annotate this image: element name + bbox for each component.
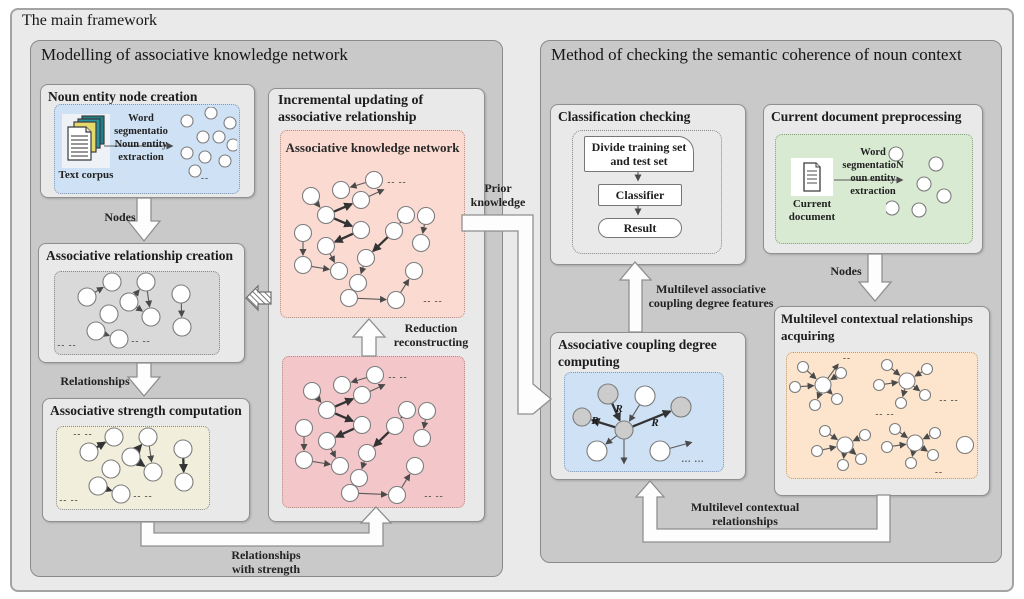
- text-corpus-documents-icon: [62, 114, 110, 168]
- node-cluster-right-illustration: [886, 142, 956, 226]
- svg-text:-- --: -- --: [133, 491, 152, 501]
- relationships-with-strength-label: Relationships with strength: [231, 548, 301, 576]
- associative-relationship-title: Associative relationship creation: [46, 248, 233, 263]
- svg-text:-- --: -- --: [73, 429, 92, 439]
- result-step: Result: [598, 218, 682, 238]
- multilevel-contextual-connector: [634, 480, 891, 543]
- relationship-network-illustration: -- -- -- --: [55, 272, 219, 354]
- svg-text:-- --: -- --: [387, 177, 406, 187]
- star-networks-illustration: -- -- -- -- -- --: [787, 353, 977, 478]
- segmentation-arrow-right: [834, 176, 908, 184]
- akn-upper-inner: [280, 130, 465, 318]
- svg-text:-- --: -- --: [423, 296, 442, 306]
- left-panel-title: Modelling of associative knowledge netwo…: [41, 45, 348, 64]
- classification-title: Classification checking: [558, 109, 691, 124]
- node-cluster-illustration: --: [175, 107, 237, 185]
- coupling-features-label: Multilevel associative coupling degree f…: [648, 282, 774, 310]
- frame-title: The main framework: [22, 12, 158, 29]
- svg-text:--: --: [201, 173, 209, 183]
- current-document-title: Current document preprocessing: [771, 109, 962, 124]
- nodes-label-right: Nodes: [830, 264, 862, 278]
- text-corpus-label: Text corpus: [58, 169, 114, 181]
- associative-strength-title: Associative strength computation: [50, 403, 242, 418]
- akn-upper-network-illustration: -- -- -- --: [283, 164, 461, 312]
- coupling-network-illustration: R R R ... ...: [565, 372, 723, 472]
- strength-network-illustration: -- -- -- -- -- --: [57, 427, 209, 509]
- nodes-down-arrow-left: [126, 197, 162, 243]
- svg-text:-- --: -- --: [424, 491, 443, 501]
- svg-text:--: --: [935, 467, 943, 477]
- multilevel-contextual-title: Multilevel contextual relationships acqu…: [781, 311, 973, 343]
- svg-text:-- --: -- --: [59, 495, 78, 505]
- multilevel-contextual-label: Multilevel contextual relationships: [690, 500, 800, 528]
- svg-text:R: R: [650, 417, 658, 429]
- flow-arrow-1: [632, 171, 644, 185]
- svg-text:R: R: [590, 415, 598, 427]
- svg-text:R: R: [614, 403, 622, 415]
- incremental-title: Incremental updating of associative rela…: [278, 93, 424, 125]
- svg-text:-- --: -- --: [875, 409, 894, 419]
- akn-title: Associative knowledge network: [285, 140, 460, 155]
- svg-text:-- --: -- --: [57, 340, 76, 350]
- prior-knowledge-label: Prior knowledge: [470, 181, 526, 209]
- star-networks-inner: [786, 352, 978, 479]
- reduction-up-arrow: [351, 318, 387, 357]
- svg-text:-- --: -- --: [131, 336, 150, 346]
- segmentation-text: Word segmentatio Noun entity extraction: [114, 113, 168, 163]
- svg-text:--: --: [843, 353, 851, 363]
- features-up-arrow: [618, 261, 653, 333]
- coupling-degree-title: Associative coupling degree computing: [558, 337, 717, 369]
- prior-knowledge-connector: [461, 214, 553, 415]
- classification-inner: [572, 130, 722, 254]
- relationships-down-arrow: [126, 362, 162, 398]
- svg-text:... ...: ... ...: [682, 454, 705, 464]
- right-panel-title: Method of checking the semantic coherenc…: [551, 45, 962, 64]
- svg-text:-- --: -- --: [939, 395, 958, 405]
- reduction-reconstructing-label: Reduction reconstructing: [393, 321, 469, 349]
- akn-lower-network-illustration: -- -- -- --: [284, 359, 462, 507]
- relationships-label: Relationships: [60, 374, 130, 388]
- flow-arrow-2: [632, 205, 644, 219]
- current-document-icon: [791, 158, 833, 196]
- relationships-with-strength-connector: [140, 506, 393, 547]
- nodes-label-left: Nodes: [104, 210, 136, 224]
- nodes-down-arrow-right: [857, 253, 893, 303]
- incremental-feedback-hatched-arrow: [245, 284, 272, 312]
- classifier-step: Classifier: [598, 184, 682, 206]
- svg-text:-- --: -- --: [388, 372, 407, 382]
- segmentation-text-right: Word segmentatioN oun entity extraction: [842, 147, 904, 197]
- segmentation-arrow: [104, 142, 178, 150]
- divide-training-set-step: Divide training set and test set: [584, 136, 694, 172]
- noun-entity-title: Noun entity node creation: [48, 89, 198, 104]
- current-document-label: Current document: [788, 198, 836, 223]
